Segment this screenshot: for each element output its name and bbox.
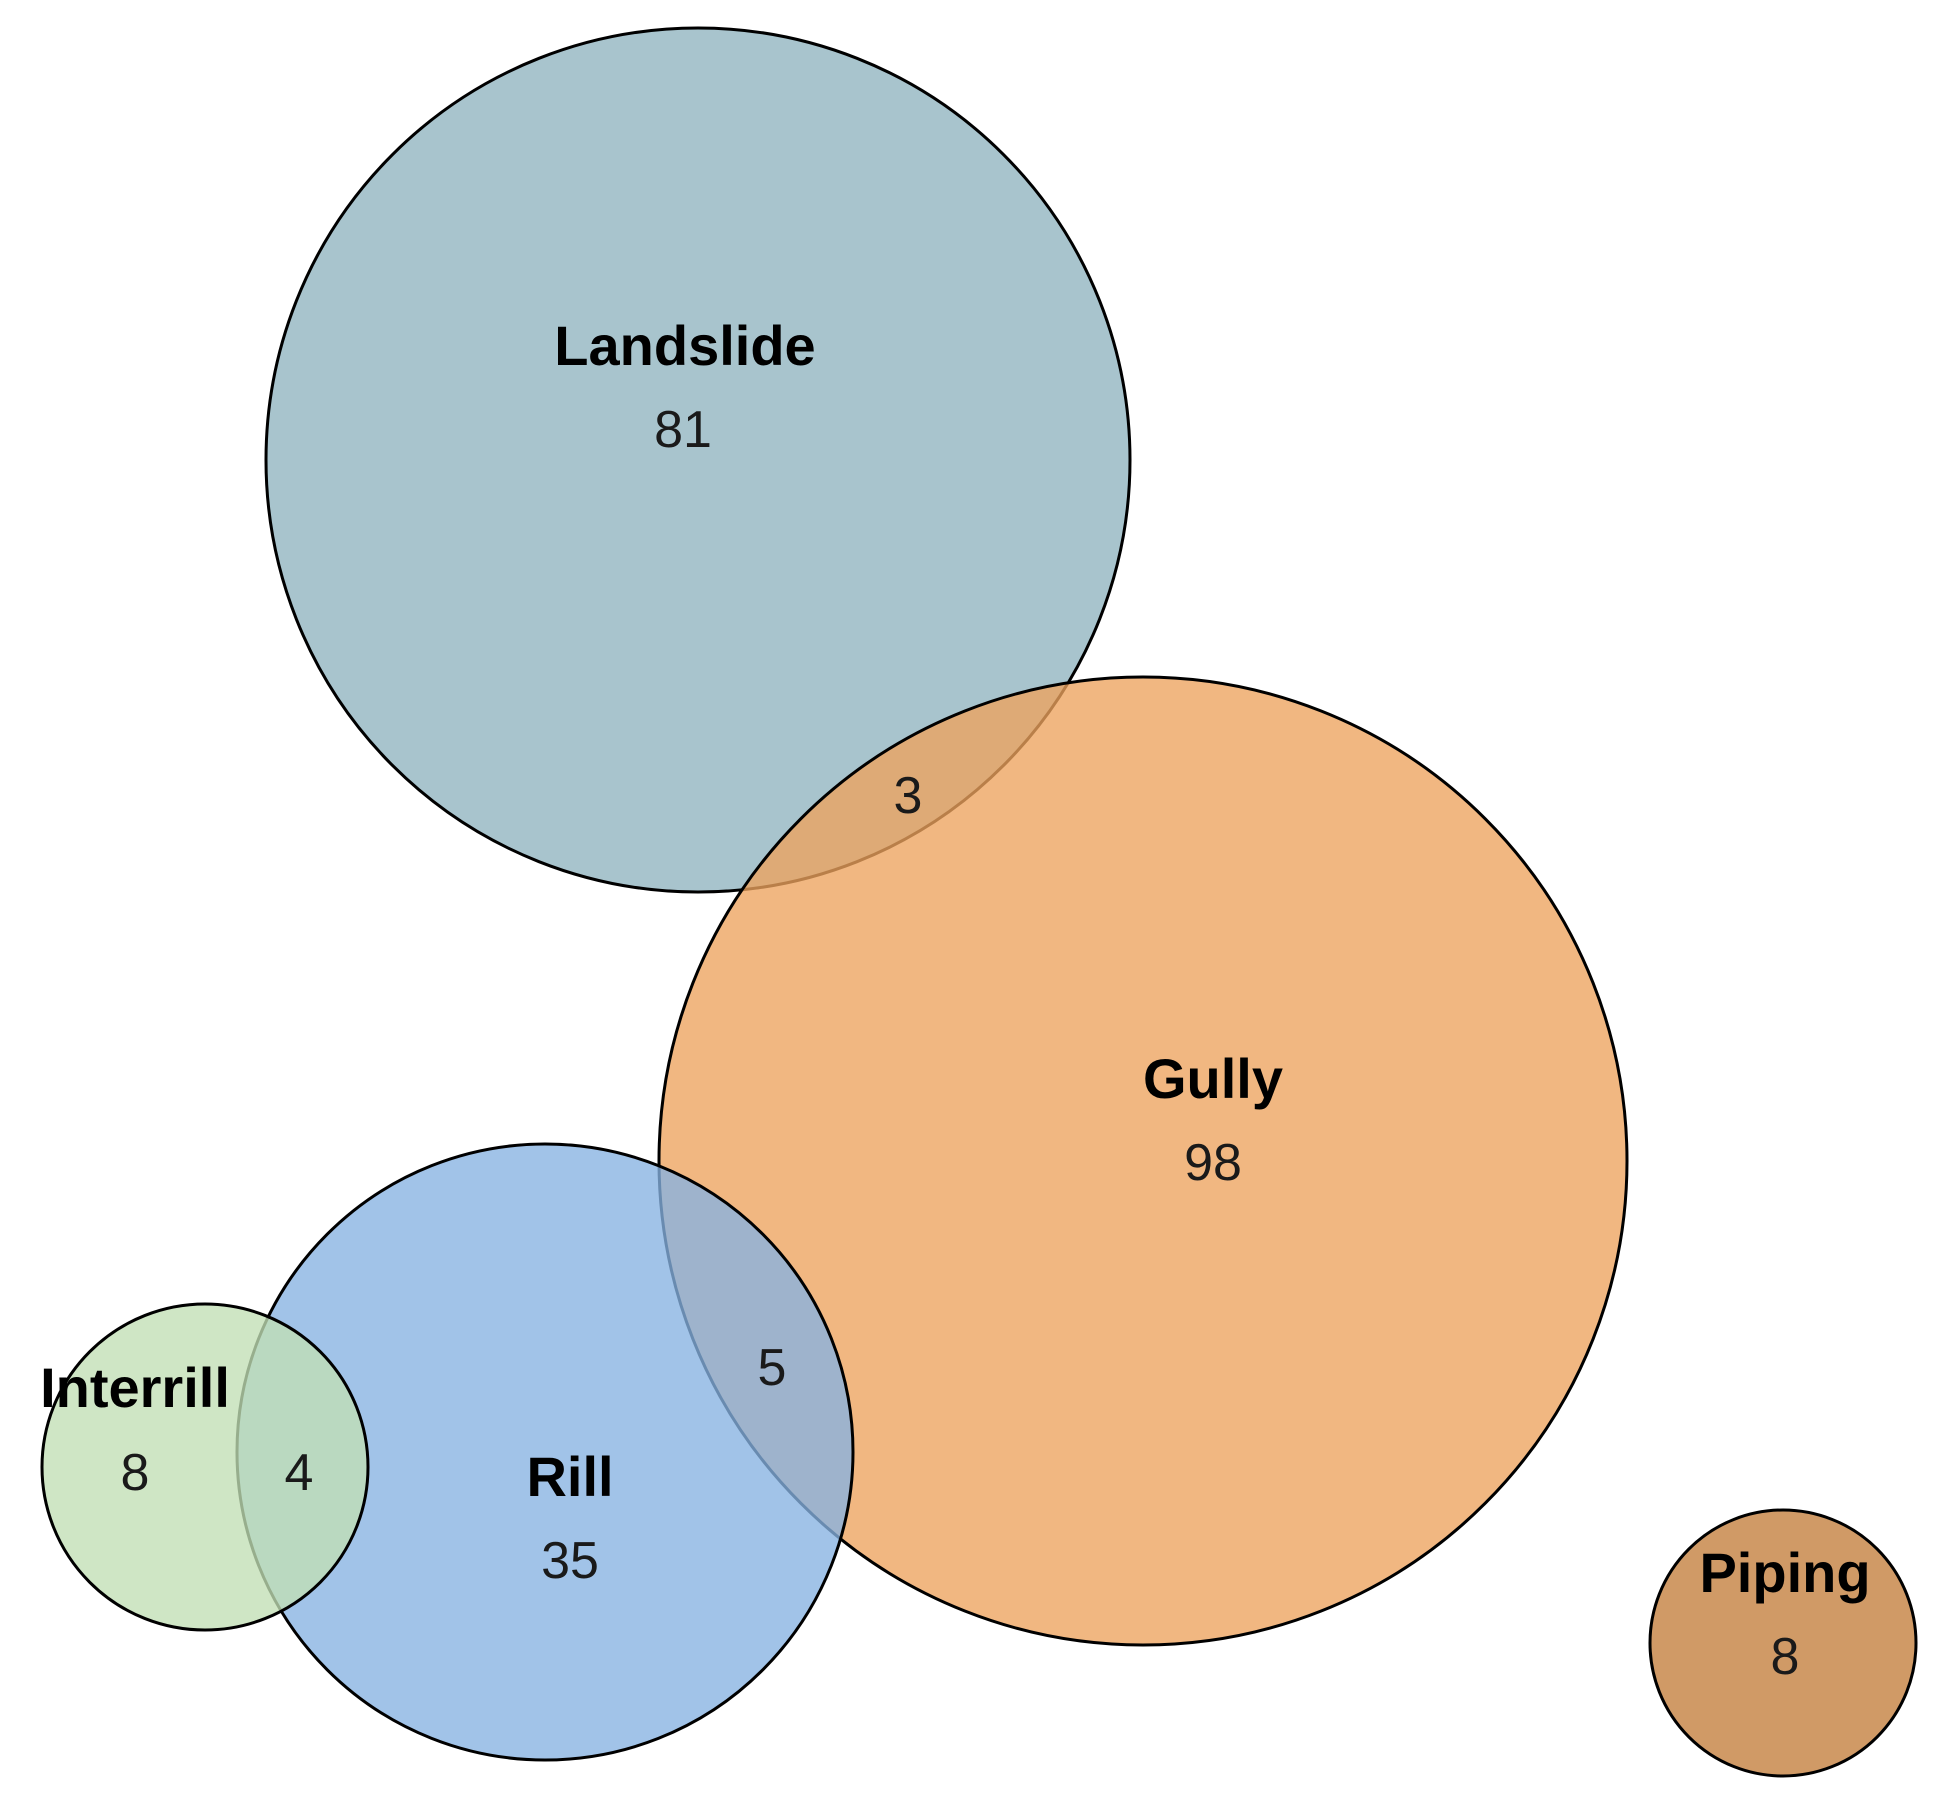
interrill-label: Interrill bbox=[40, 1356, 230, 1419]
piping-circle bbox=[1648, 1508, 1918, 1778]
landslide-label: Landslide bbox=[554, 314, 815, 377]
landslide-count: 81 bbox=[654, 401, 712, 459]
piping-count: 8 bbox=[1771, 1628, 1800, 1686]
gully-count: 98 bbox=[1184, 1134, 1242, 1192]
set-circles bbox=[40, 26, 1918, 1778]
landslide-circle bbox=[264, 26, 1132, 894]
rill-label: Rill bbox=[526, 1445, 613, 1508]
interrill-circle bbox=[40, 1302, 370, 1632]
piping-label: Piping bbox=[1699, 1541, 1870, 1604]
set-labels: Landslide 81 Gully 98 Rill 35 Interrill … bbox=[40, 314, 1870, 1686]
rill-count: 35 bbox=[541, 1532, 599, 1590]
rill-gully-overlap-count: 5 bbox=[758, 1339, 787, 1397]
gully-circle bbox=[657, 675, 1629, 1647]
landslide-gully-overlap-count: 3 bbox=[894, 767, 923, 825]
interrill-count: 8 bbox=[121, 1444, 150, 1502]
gully-label: Gully bbox=[1143, 1047, 1283, 1110]
overlap-labels: 3 5 4 bbox=[285, 767, 923, 1502]
interrill-rill-overlap-count: 4 bbox=[285, 1444, 314, 1502]
